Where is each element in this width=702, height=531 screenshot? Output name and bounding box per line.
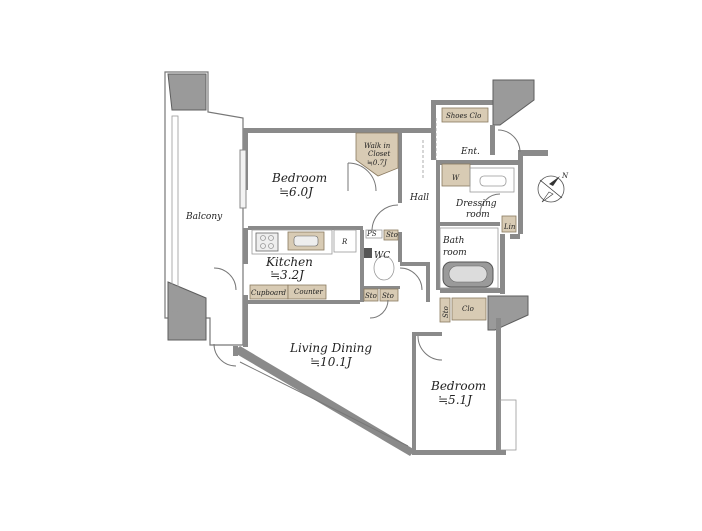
kitchen-size: ≒3.2J	[270, 268, 305, 282]
exterior-walls	[233, 79, 548, 456]
storage-label-b: Sto	[365, 292, 377, 300]
walkin-closet-label: Walk in	[364, 142, 391, 150]
closet-label: Clo	[462, 305, 474, 313]
compass-north-label: N	[561, 172, 569, 180]
bathroom-label2: room	[443, 248, 467, 258]
fixtures	[249, 107, 517, 323]
living-dining-label: Living Dining	[289, 341, 372, 355]
balcony-label: Balcony	[185, 212, 223, 222]
pipe-space-label: PS	[366, 230, 377, 238]
storage-label-d: Sto	[442, 306, 450, 318]
compass-icon: N	[537, 172, 569, 203]
bedroom1-size: ≒6.0J	[279, 185, 314, 199]
washer-label: W	[452, 174, 460, 182]
dressing-room-label2: room	[466, 210, 490, 220]
walkin-closet-size: ≒0.7J	[367, 159, 388, 167]
wc-label: WC	[374, 251, 390, 261]
interior-walls	[248, 132, 518, 450]
doors	[213, 118, 521, 367]
refrigerator-label: R	[341, 238, 348, 246]
bathroom-label: Bath	[442, 236, 464, 246]
living-dining-size: ≒10.1J	[310, 355, 353, 369]
bedroom1-label: Bedroom	[271, 171, 327, 185]
dressing-room-label: Dressing	[455, 199, 497, 209]
walkin-closet-label2: Closet	[368, 150, 391, 158]
bedroom2-size: ≒5.1J	[438, 393, 473, 407]
linen-label: Lin	[503, 223, 516, 231]
counter-label: Counter	[294, 288, 324, 296]
hall-label: Hall	[409, 193, 429, 203]
bedroom2-label: Bedroom	[430, 379, 486, 393]
storage-label-a: Sto	[386, 231, 398, 239]
kitchen-label: Kitchen	[265, 255, 313, 269]
shoes-closet-label: Shoes Clo	[446, 112, 481, 120]
storage-label-c: Sto	[382, 292, 394, 300]
entrance-label: Ent.	[460, 147, 480, 157]
cupboard-label: Cupboard	[251, 289, 287, 297]
balcony-area	[164, 71, 244, 346]
